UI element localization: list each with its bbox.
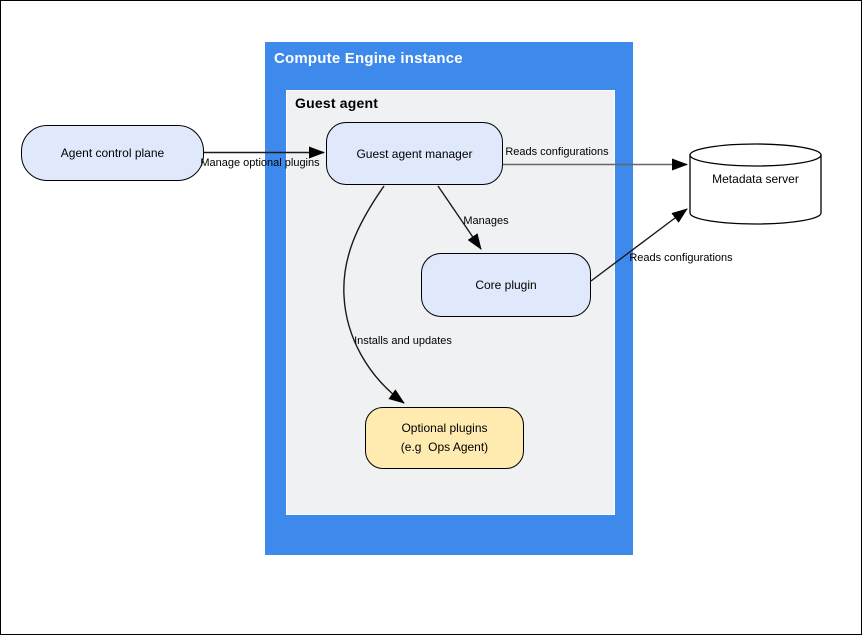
edge-label-manages: Manages — [463, 215, 509, 227]
node-optional-plugins-label-line2: (e.g Ops Agent) — [400, 440, 489, 454]
node-core-plugin-label: Core plugin — [475, 278, 537, 292]
edge-label-installs-and-updates: Installs and updates — [354, 335, 452, 347]
node-guest-agent-manager: Guest agent manager — [326, 122, 503, 185]
node-guest-agent-manager-label: Guest agent manager — [356, 146, 473, 161]
node-agent-control-plane: Agent control plane — [21, 125, 204, 181]
node-agent-control-plane-label: Agent control plane — [60, 146, 165, 160]
node-optional-plugins: Optional plugins (e.g Ops Agent) — [365, 407, 524, 469]
node-optional-plugins-label-line1: Optional plugins — [401, 421, 488, 435]
compute-engine-instance-title: Compute Engine instance — [274, 50, 463, 67]
edge-label-reads-configurations-manager: Reads configurations — [505, 146, 609, 158]
node-core-plugin: Core plugin — [421, 253, 591, 317]
guest-agent-title: Guest agent — [295, 95, 379, 111]
edge-label-reads-configurations-core: Reads configurations — [629, 252, 733, 264]
edge-label-manage-optional-plugins: Manage optional plugins — [200, 157, 320, 169]
node-metadata-server-label: Metadata server — [712, 172, 799, 186]
